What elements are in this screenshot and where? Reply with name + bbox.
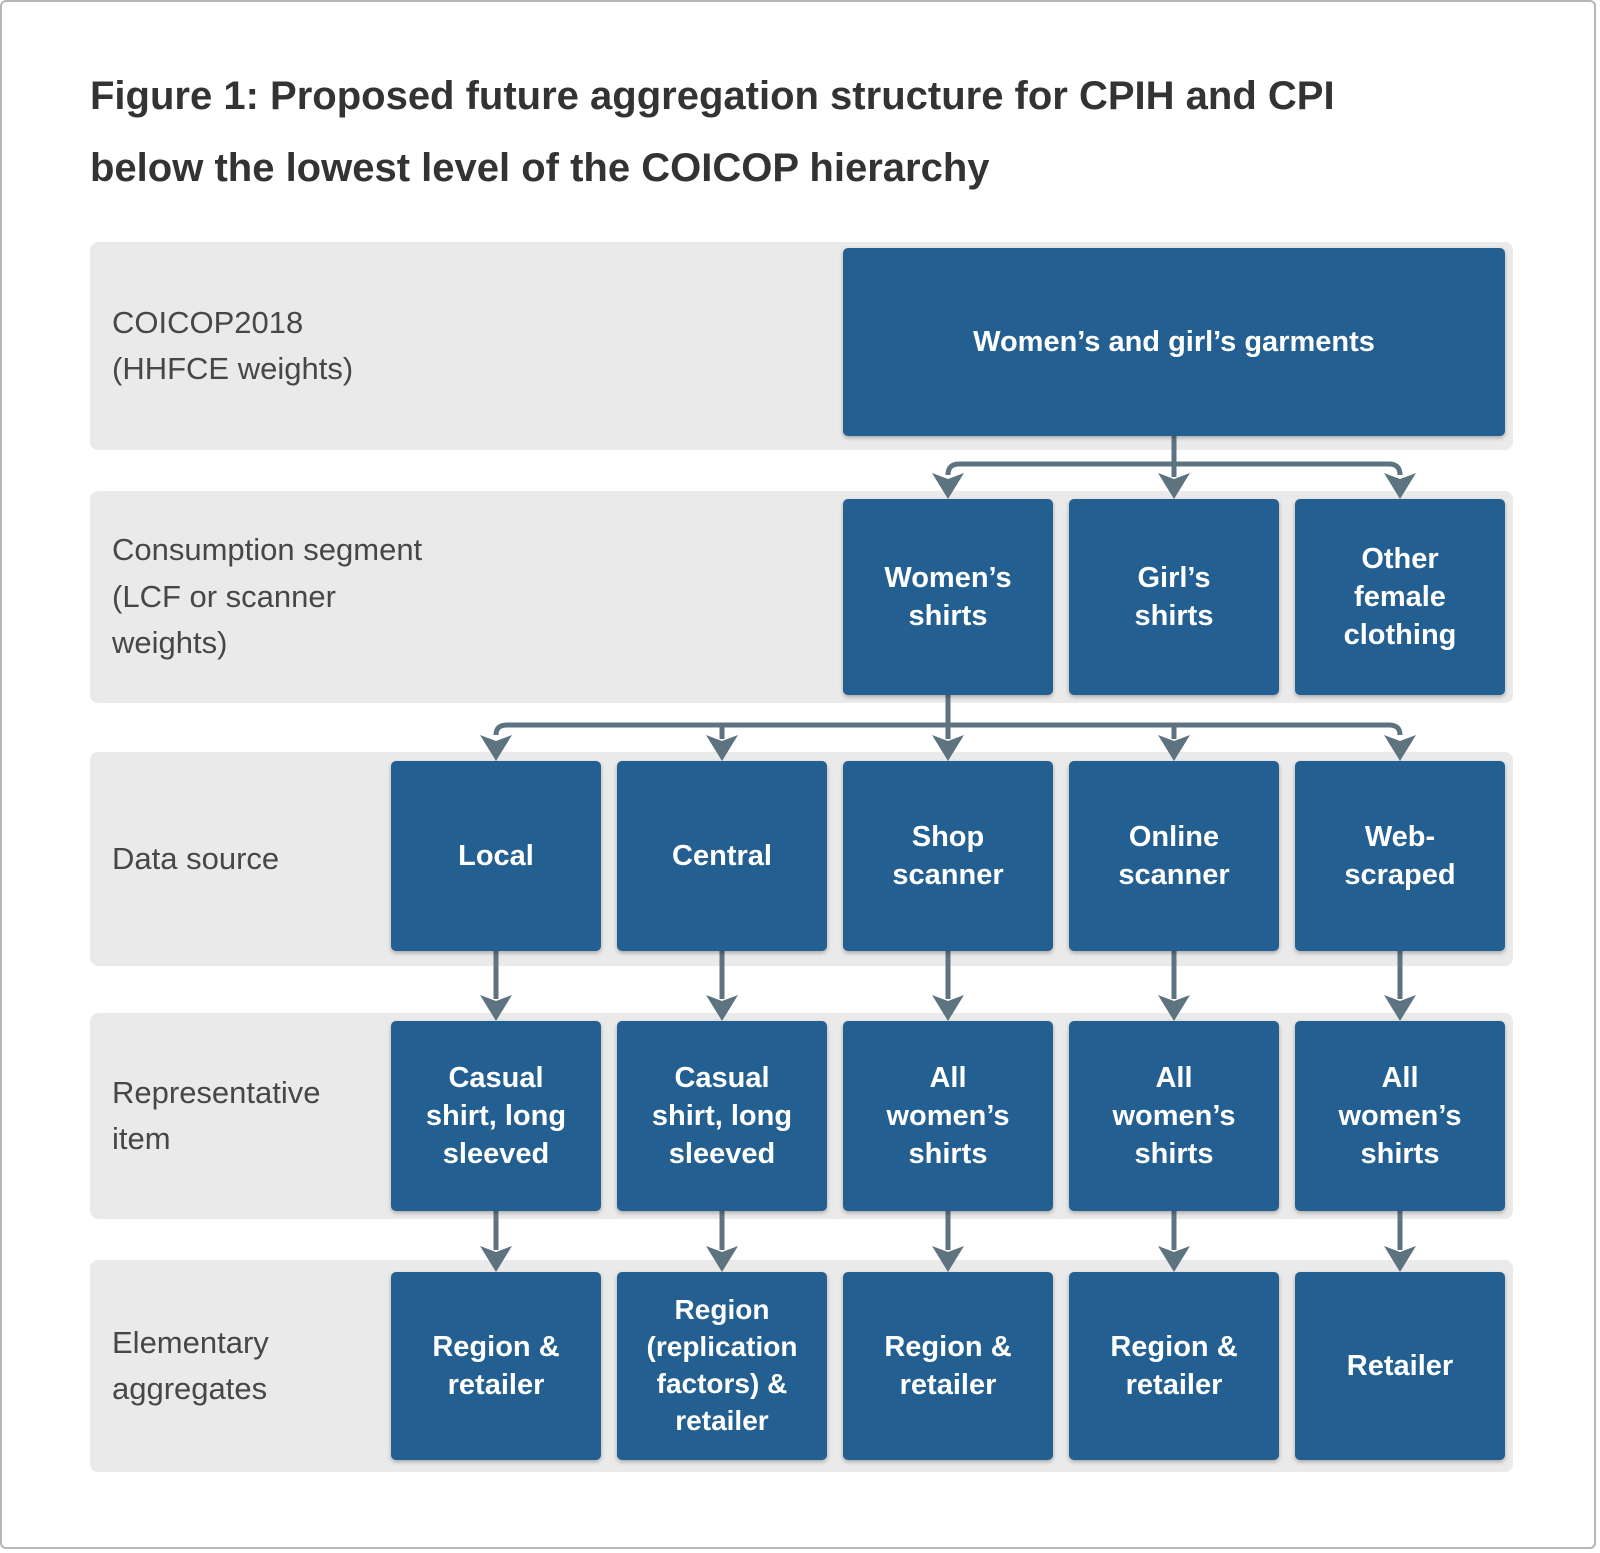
label-consumption-segment: Consumption segment (LCF or scanner weig… [112, 532, 423, 661]
node-all-womens-shirts-shop: All women’s shirts [843, 1021, 1053, 1211]
node-other-female-clothing: Other female clothing [1295, 499, 1505, 695]
node-womens-shirts: Women’s shirts [843, 499, 1053, 695]
node-all-womens-shirts-web: All women’s shirts [1295, 1021, 1505, 1211]
label-representative-item: Representative item [112, 1074, 321, 1157]
node-region-retailer-3: Region & retailer [1069, 1272, 1279, 1460]
node-online-scanner: Online scanner [1069, 761, 1279, 951]
label-data-source: Data source [112, 840, 280, 876]
label-coicop2018: COICOP2018 (HHFCE weights) [112, 304, 354, 387]
node-casual-shirt-long-sleeved-local: Casual shirt, long sleeved [391, 1021, 601, 1211]
node-all-womens-shirts-online: All women’s shirts [1069, 1021, 1279, 1211]
node-region-retailer-2: Region & retailer [843, 1272, 1053, 1460]
figure-title: Figure 1: Proposed future aggregation st… [90, 74, 1335, 190]
node-central: Central [617, 761, 827, 951]
node-shop-scanner: Shop scanner [843, 761, 1053, 951]
node-region-replication-factors-retailer: Region (replication factors) & retailer [617, 1272, 827, 1460]
node-web-scraped: Web- scraped [1295, 761, 1505, 951]
node-retailer: Retailer [1295, 1272, 1505, 1460]
node-casual-shirt-long-sleeved-central: Casual shirt, long sleeved [617, 1021, 827, 1211]
node-local: Local [391, 761, 601, 951]
node-womens-and-girls-garments: Women’s and girl’s garments [843, 248, 1505, 436]
node-region-retailer-1: Region & retailer [391, 1272, 601, 1460]
label-elementary-aggregates: Elementary aggregates [112, 1324, 269, 1407]
node-girls-shirts: Girl’s shirts [1069, 499, 1279, 695]
